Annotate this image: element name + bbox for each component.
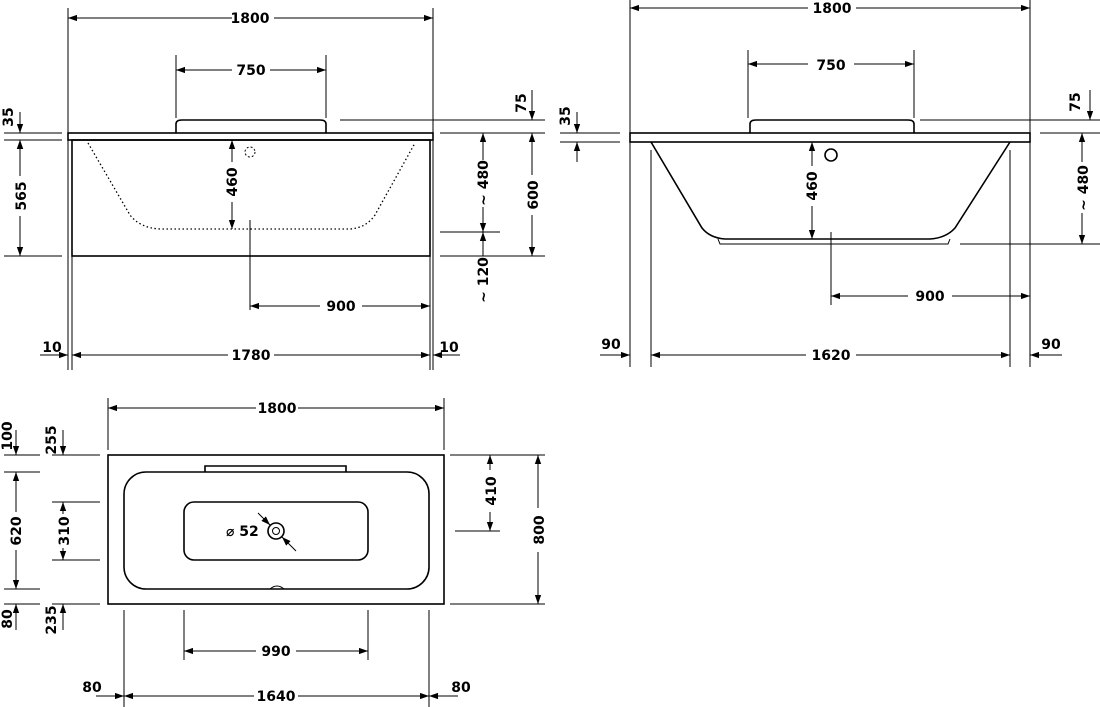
side-overflow-hole [824,148,838,162]
plan-dim-255: 255 [44,425,60,454]
plan-dim-800: 800 [532,515,548,544]
front-dim-750: 750 [236,63,265,79]
side-dim-1620: 1620 [812,348,851,364]
plan-tub-outline [107,454,445,605]
side-tub-rim [629,132,1031,143]
side-dim-900: 900 [915,289,944,305]
plan-backrest [204,465,347,472]
tub-rim [67,132,434,141]
side-dim-460: 460 [805,171,821,200]
side-tub-body [650,141,1011,240]
backrest [175,119,327,133]
plan-inner-basin [123,471,430,590]
plan-bottom-area [183,501,369,561]
front-dim-460: 460 [225,167,241,196]
side-tub-foot [717,238,951,245]
front-dim-35: 35 [1,107,17,126]
side-dim-480: ~ 480 [1076,165,1092,211]
front-dim-10-right: 10 [439,340,459,356]
side-dim-75: 75 [1068,92,1084,111]
drain-icon [267,522,285,540]
plan-dim-80-left: 80 [0,609,16,629]
side-backrest [749,119,915,133]
plan-dim-620: 620 [9,516,25,545]
front-dim-600: 600 [526,180,542,209]
front-dim-120: ~ 120 [476,257,492,303]
plan-dim-80-bottom-left: 80 [82,680,102,696]
side-dim-1800: 1800 [813,1,852,17]
side-dim-35: 35 [558,106,574,125]
inner-basin-hidden [87,142,416,230]
side-dim-90-left: 90 [601,337,621,353]
plan-dim-235: 235 [44,605,60,634]
plan-dim-410: 410 [484,476,500,505]
drain-diameter-label: ⌀ 52 [226,524,259,540]
front-dim-1800: 1800 [231,11,270,27]
front-view: 1800 750 35 565 460 ~ 480 600 75 ~ 120 [1,8,545,370]
front-dim-900: 900 [326,299,355,315]
side-dim-90-right: 90 [1041,337,1061,353]
front-dim-480: ~ 480 [476,160,492,206]
front-dim-1780: 1780 [232,348,271,364]
plan-dim-80-bottom-right: 80 [451,680,471,696]
plan-dim-310: 310 [57,516,73,545]
front-dim-75: 75 [514,93,530,112]
tub-apron [71,139,431,257]
overflow-hole [244,146,256,158]
side-view: 1800 750 75 35 460 ~ 480 900 90 1620 90 [558,0,1100,367]
drain-inner [272,527,280,535]
plan-view: ⌀ 52 1800 100 255 620 310 [0,398,548,707]
plan-dim-990: 990 [261,644,290,660]
side-dim-750: 750 [816,58,845,74]
front-dim-10-left: 10 [42,340,62,356]
plan-dim-100: 100 [0,421,16,450]
front-dim-565: 565 [14,181,30,210]
plan-dim-1800: 1800 [258,401,297,417]
plan-dim-1640: 1640 [257,689,296,705]
plan-overflow [269,585,285,590]
